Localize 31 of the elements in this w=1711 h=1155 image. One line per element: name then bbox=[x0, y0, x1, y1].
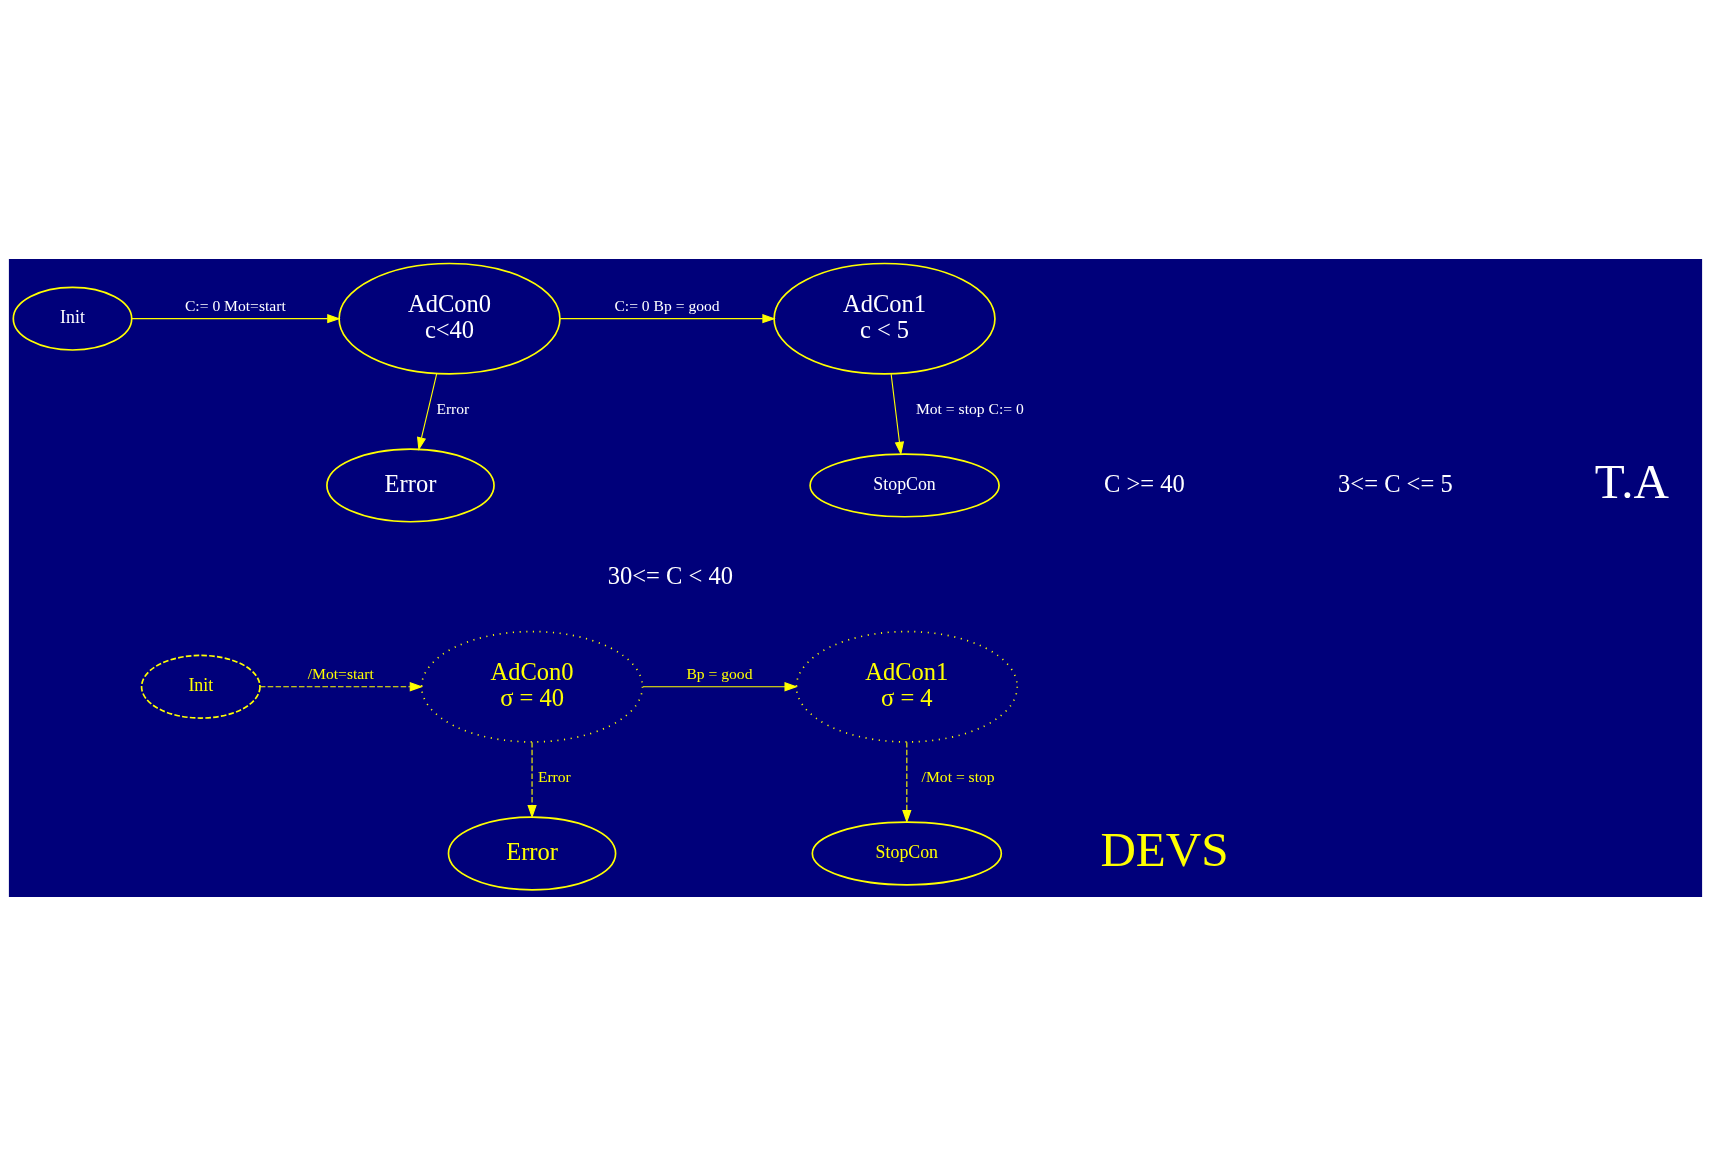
node-ellipse: AdCon1 c < 5 bbox=[773, 262, 996, 375]
node-ellipse: Error bbox=[447, 815, 617, 891]
edge-label: /Mot = stop bbox=[921, 767, 995, 785]
node-ellipse: Init bbox=[12, 286, 133, 351]
edge-label: Error bbox=[436, 399, 470, 417]
arrow bbox=[559, 313, 776, 323]
node-ellipse: StopCon bbox=[809, 452, 1000, 518]
node-ellipse: StopCon bbox=[811, 820, 1003, 886]
label: T.A bbox=[1594, 453, 1669, 509]
edge-label: C:= 0 Mot=start bbox=[184, 296, 286, 314]
edge-label: Error bbox=[537, 767, 571, 785]
arrow bbox=[890, 373, 905, 455]
arrow bbox=[417, 372, 438, 451]
arrow bbox=[131, 313, 341, 323]
label: DEVS bbox=[1100, 821, 1229, 877]
node-ellipse: Init bbox=[140, 654, 261, 719]
node-ellipse: AdCon0 c<40 bbox=[338, 262, 561, 375]
edge-label: C:= 0 Bp = good bbox=[614, 296, 720, 314]
arrow bbox=[527, 741, 537, 818]
label: C >= 40 bbox=[1104, 469, 1185, 497]
arrow bbox=[259, 681, 424, 691]
node-ellipse: Error bbox=[326, 447, 495, 523]
edge-label: Mot = stop C:= 0 bbox=[915, 399, 1024, 417]
node-ellipse: AdCon1 σ = 4 bbox=[795, 630, 1019, 743]
arrow bbox=[902, 741, 912, 823]
arrow bbox=[642, 681, 798, 691]
label: 3<= C <= 5 bbox=[1338, 469, 1453, 497]
label: 30<= C < 40 bbox=[607, 561, 733, 589]
edge-label: /Mot=start bbox=[307, 664, 374, 682]
node-ellipse: AdCon0 σ = 40 bbox=[420, 630, 644, 743]
edge-label: Bp = good bbox=[686, 664, 753, 682]
